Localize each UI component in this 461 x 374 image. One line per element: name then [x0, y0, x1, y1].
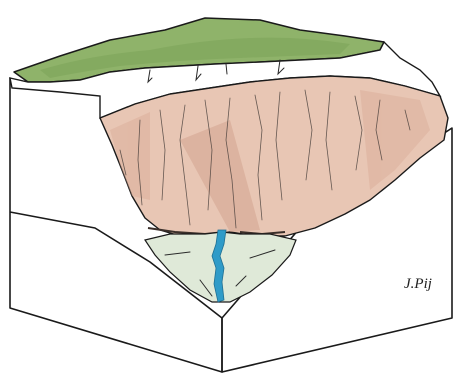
artist-signature: J.Pij	[404, 276, 432, 292]
